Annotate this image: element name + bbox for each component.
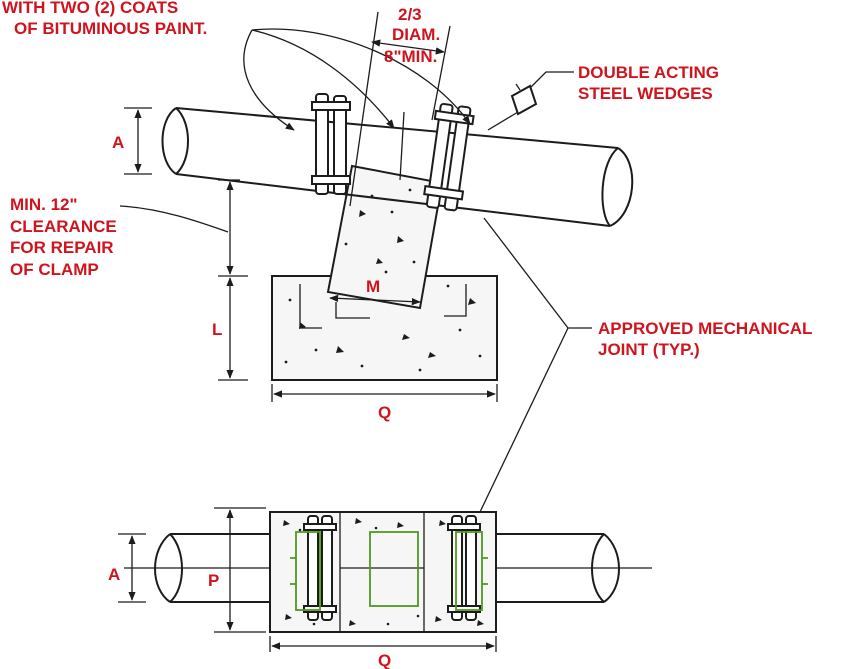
dim-clearance <box>119 179 248 277</box>
label-dim-a-plan: A <box>108 565 120 584</box>
label-dim-p: P <box>208 571 219 590</box>
dim-a-elevation <box>124 107 152 175</box>
label-8-min: 8"MIN. <box>384 47 437 66</box>
label-dim-q-plan: Q <box>378 651 391 669</box>
dim-a-plan <box>118 533 146 603</box>
note-clearance-line1: MIN. 12" <box>10 195 78 214</box>
plan-clamp-outlines <box>290 531 488 611</box>
plan-view <box>118 507 652 652</box>
dim-m-line <box>329 294 421 306</box>
dim-q-plan <box>269 636 497 652</box>
label-dim-q-elevation: Q <box>378 403 391 422</box>
note-wedges-line2: STEEL WEDGES <box>578 84 713 103</box>
plan-right-joint <box>447 515 481 621</box>
label-dim-m: M <box>366 277 380 296</box>
note-clearance-line4: OF CLAMP <box>10 260 99 279</box>
wedge-symbol <box>487 83 538 131</box>
elevation-left-joint <box>311 93 351 195</box>
dim-p <box>214 507 266 633</box>
label-diam: DIAM. <box>392 25 440 44</box>
plan-left-joint <box>303 515 337 621</box>
note-coats-line1: WITH TWO (2) COATS <box>2 0 178 17</box>
labels: WITH TWO (2) COATS OF BITUMINOUS PAINT. … <box>2 0 812 669</box>
concrete-aggregate-plan <box>283 518 484 626</box>
note-joint-line2: JOINT (TYP.) <box>598 340 700 359</box>
dim-l <box>218 277 248 381</box>
note-clearance-line2: CLEARANCE <box>10 217 117 236</box>
elevation-view <box>119 11 634 513</box>
note-wedges-line1: DOUBLE ACTING <box>578 63 719 82</box>
label-two-thirds: 2/3 <box>398 5 422 24</box>
note-joint-line1: APPROVED MECHANICAL <box>598 319 812 338</box>
elevation-pipe <box>161 107 634 227</box>
note-coats-line2: OF BITUMINOUS PAINT. <box>14 19 207 38</box>
label-dim-a-elevation: A <box>112 133 124 152</box>
label-dim-l: L <box>212 320 222 339</box>
concrete-aggregate-elevation <box>284 188 482 372</box>
note-clearance-line3: FOR REPAIR <box>10 238 114 257</box>
dim-q-elevation <box>271 384 498 402</box>
